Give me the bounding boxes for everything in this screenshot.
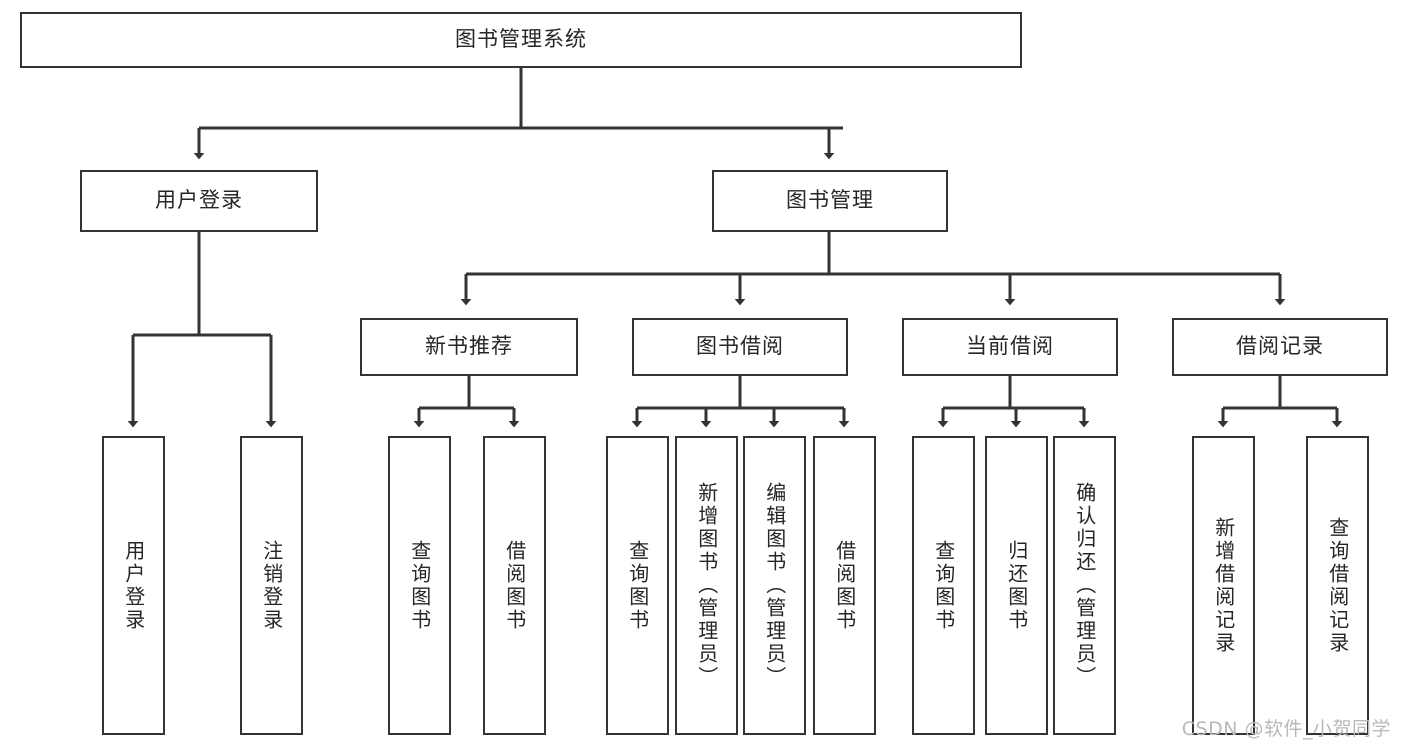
leaf-label: 用户登录 [121, 539, 146, 632]
node-borrow-record-label: 借阅记录 [1236, 334, 1324, 359]
node-book-management-label: 图书管理 [786, 188, 874, 213]
leaf-user-login-logout[interactable]: 注销登录 [240, 436, 303, 735]
leaf-label: 编辑图书（管理员） [762, 482, 787, 689]
leaf-label: 查询图书 [625, 539, 650, 632]
leaf-new-book-query[interactable]: 查询图书 [388, 436, 451, 735]
leaf-label: 注销登录 [259, 539, 284, 632]
leaf-current-return-book[interactable]: 归还图书 [985, 436, 1048, 735]
node-root-label: 图书管理系统 [455, 27, 587, 52]
leaf-label: 归还图书 [1004, 539, 1029, 632]
leaf-label: 新增图书（管理员） [694, 482, 719, 689]
leaf-label: 查询借阅记录 [1325, 516, 1350, 655]
watermark: CSDN @软件_小贺同学 [1181, 718, 1391, 740]
leaf-record-query[interactable]: 查询借阅记录 [1306, 436, 1369, 735]
leaf-borrow-add-book[interactable]: 新增图书（管理员） [675, 436, 738, 735]
leaf-current-confirm-return[interactable]: 确认归还（管理员） [1053, 436, 1116, 735]
leaf-label: 确认归还（管理员） [1072, 482, 1097, 689]
node-new-book-recommend-label: 新书推荐 [425, 334, 513, 359]
leaf-borrow-borrow-book[interactable]: 借阅图书 [813, 436, 876, 735]
leaf-user-login-login[interactable]: 用户登录 [102, 436, 165, 735]
node-new-book-recommend[interactable]: 新书推荐 [360, 318, 578, 376]
node-book-borrow-label: 图书借阅 [696, 334, 784, 359]
node-user-login-label: 用户登录 [155, 188, 243, 213]
leaf-borrow-edit-book[interactable]: 编辑图书（管理员） [743, 436, 806, 735]
leaf-label: 查询图书 [931, 539, 956, 632]
leaf-label: 借阅图书 [832, 539, 857, 632]
leaf-label: 新增借阅记录 [1211, 516, 1236, 655]
leaf-new-book-borrow[interactable]: 借阅图书 [483, 436, 546, 735]
leaf-current-query-book[interactable]: 查询图书 [912, 436, 975, 735]
node-book-management[interactable]: 图书管理 [712, 170, 948, 232]
node-current-borrow[interactable]: 当前借阅 [902, 318, 1118, 376]
node-user-login[interactable]: 用户登录 [80, 170, 318, 232]
leaf-label: 查询图书 [407, 539, 432, 632]
node-borrow-record[interactable]: 借阅记录 [1172, 318, 1388, 376]
node-root[interactable]: 图书管理系统 [20, 12, 1022, 68]
node-book-borrow[interactable]: 图书借阅 [632, 318, 848, 376]
leaf-borrow-query-book[interactable]: 查询图书 [606, 436, 669, 735]
leaf-label: 借阅图书 [502, 539, 527, 632]
leaf-record-add[interactable]: 新增借阅记录 [1192, 436, 1255, 735]
node-current-borrow-label: 当前借阅 [966, 334, 1054, 359]
